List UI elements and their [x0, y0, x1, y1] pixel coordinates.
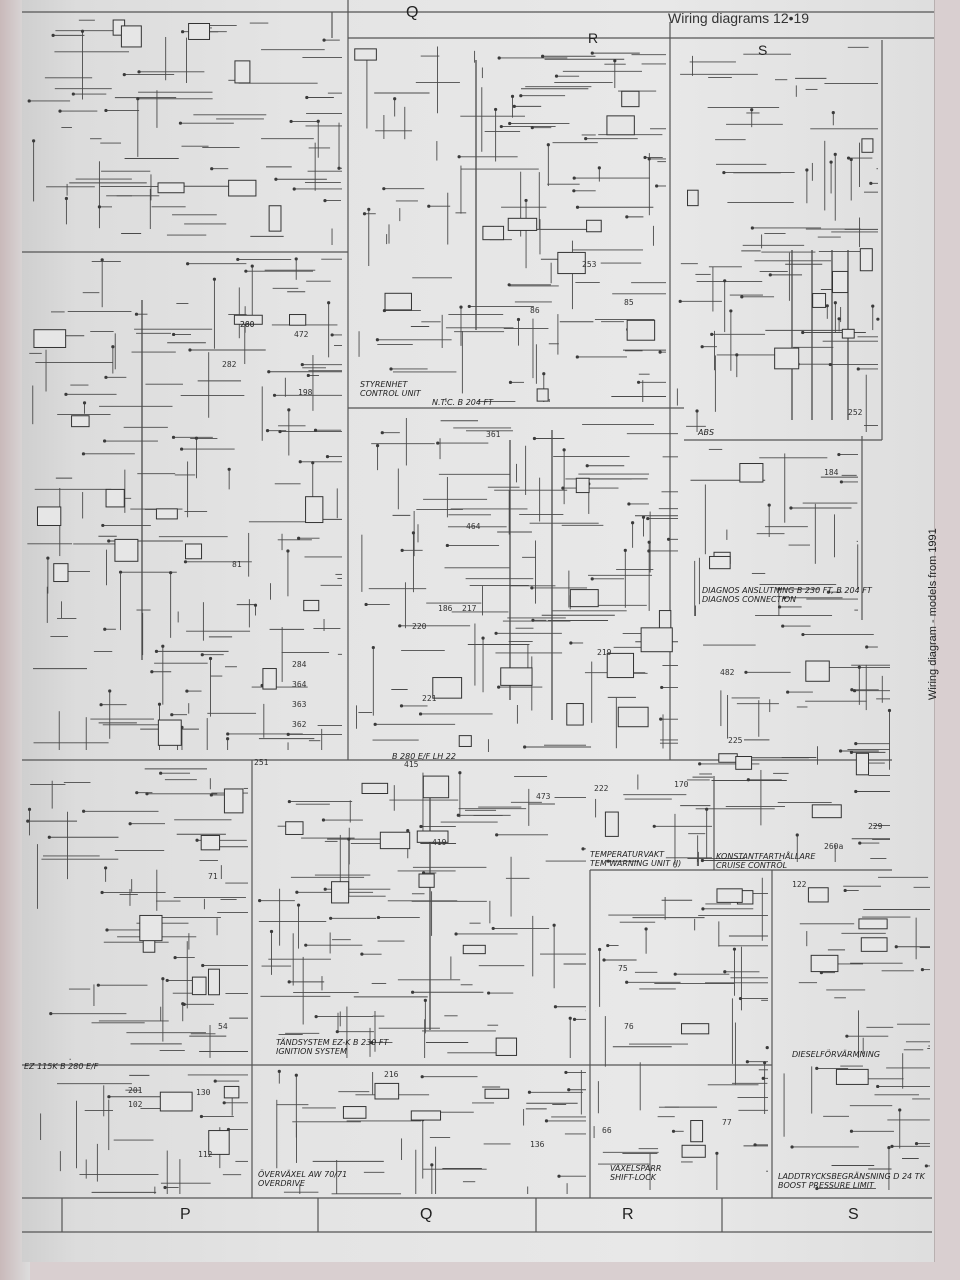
- component-number: 219: [597, 648, 612, 657]
- component-number: 362: [292, 720, 307, 729]
- component-number: 54: [218, 1022, 228, 1031]
- section-diagnos: DIAGNOS ANSLUTNING B 230 FT, B 204 FT DI…: [702, 586, 872, 604]
- component-number: 85: [624, 298, 634, 307]
- component-number: 252: [848, 408, 863, 417]
- column-label-s-bottom: S: [848, 1206, 859, 1223]
- component-number: 225: [728, 736, 743, 745]
- section-temp-warning: TEMPERATURVAKT TEM WARNING UNIT (J): [590, 850, 682, 868]
- component-number: 77: [722, 1118, 732, 1127]
- component-number: 464: [466, 522, 481, 531]
- component-number: 282: [222, 360, 237, 369]
- component-number: 71: [208, 872, 218, 881]
- manual-page: Wiring diagrams 12•19 Q R S P Q R S STYR…: [22, 0, 939, 1262]
- component-number: 75: [618, 964, 628, 973]
- section-shift-lock: VÄXELSPÄRR SHIFT-LOCK: [610, 1164, 662, 1182]
- section-diesel-preheat: DIESELFÖRVÄRMNING: [792, 1050, 881, 1059]
- column-label-q-top: Q: [406, 4, 419, 21]
- component-number: 200: [240, 320, 255, 329]
- section-b280: B 280 E/F LH 22: [392, 752, 456, 761]
- component-number: 482: [720, 668, 735, 677]
- column-label-q-bottom: Q: [420, 1206, 433, 1223]
- component-number: 102: [128, 1100, 143, 1109]
- page-header-title: Wiring diagrams 12•19: [668, 10, 810, 26]
- component-number: 122: [792, 880, 807, 889]
- component-number: 217: [462, 604, 477, 613]
- component-number: 201: [128, 1086, 143, 1095]
- section-boost-pressure: LADDTRYCKSBEGRÄNSNING D 24 TK BOOST PRES…: [778, 1172, 925, 1190]
- component-number: 253: [582, 260, 597, 269]
- column-label-r-top: R: [588, 30, 599, 46]
- component-number: 81: [232, 560, 242, 569]
- component-number: 220: [412, 622, 427, 631]
- component-number: 415: [404, 760, 419, 769]
- component-number: 229: [868, 822, 883, 831]
- component-number: 364: [292, 680, 307, 689]
- component-number: 472: [294, 330, 309, 339]
- section-control-unit-model: N.T.C. B 204 FT: [432, 398, 494, 407]
- component-number: 260a: [824, 842, 844, 851]
- component-number: 363: [292, 700, 307, 709]
- section-ignition-system: TÄNDSYSTEM EZ-K B 230 FT IGNITION SYSTEM: [276, 1038, 389, 1056]
- section-ez115k: EZ 115K B 280 E/F: [24, 1062, 99, 1071]
- component-number: 86: [530, 306, 540, 315]
- section-cruise-control: KONSTANTFARTHÅLLARE CRUISE CONTROL: [716, 852, 816, 870]
- component-number: 184: [824, 468, 839, 477]
- column-label-r-bottom: R: [622, 1206, 634, 1223]
- component-number: 198: [298, 388, 313, 397]
- section-abs: ABS: [698, 428, 715, 437]
- component-number: 130: [196, 1088, 211, 1097]
- column-label-p-bottom: P: [180, 1206, 191, 1223]
- component-number: 186: [438, 604, 453, 613]
- section-overdrive: ÖVERVÄXEL AW 70/71 OVERDRIVE: [258, 1170, 348, 1188]
- component-number: 260: [240, 320, 255, 329]
- component-number: 222: [594, 784, 609, 793]
- component-number: 284: [292, 660, 307, 669]
- component-number: 216: [384, 1070, 399, 1079]
- component-number: 419: [432, 838, 447, 847]
- component-number: 66: [602, 1126, 612, 1135]
- section-control-unit: STYRENHET CONTROL UNIT: [360, 380, 421, 398]
- column-label-s-top: S: [758, 42, 768, 58]
- component-number: 473: [536, 792, 551, 801]
- wiring-diagram-drawing: [22, 0, 934, 1233]
- side-caption: Wiring diagram - models from 1991: [927, 528, 939, 700]
- component-number: 76: [624, 1022, 634, 1031]
- component-number: 170: [674, 780, 689, 789]
- component-number: 361: [486, 430, 501, 439]
- component-number: 136: [530, 1140, 545, 1149]
- component-number: 112: [198, 1150, 213, 1159]
- component-number: 251: [254, 758, 269, 767]
- component-number: 221: [422, 694, 437, 703]
